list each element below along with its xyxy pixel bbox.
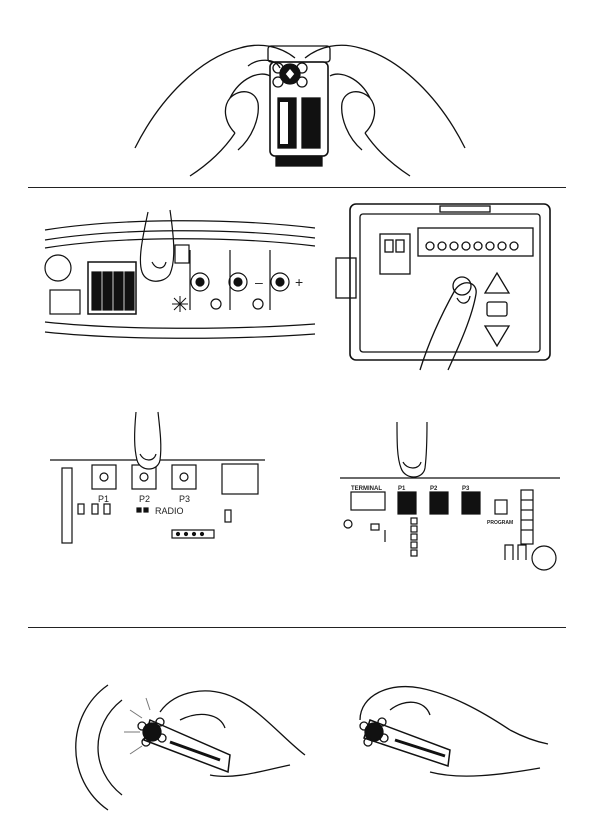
pcb-label-p3: P3 [179,494,190,504]
control-unit-led-panel: – + [30,200,320,370]
hands-holding-remote-illustration [130,28,470,178]
pcb-terminal-program-panel: TERMINAL P1 P2 P3 PROGRAM [335,420,565,580]
pcb-p1-p2-p3-panel: P1 P2 P3 RADIO [40,410,270,550]
pcb2-label-p3: P3 [462,486,470,492]
remote-transmitting-illustration [60,680,310,815]
terminal-label: TERMINAL [351,486,382,492]
program-label: PROGRAM [487,520,513,526]
pcb2-label-p1: P1 [398,486,406,492]
divider-bottom [28,627,566,628]
minus-label: – [255,274,263,290]
pcb-label-p1: P1 [98,494,109,504]
plus-label: + [295,274,303,290]
receiver-box-panel [330,198,560,373]
divider-top [28,187,566,188]
pcb2-label-p2: P2 [430,486,438,492]
pcb-label-p2: P2 [139,494,150,504]
remote-pressed-illustration [350,680,550,800]
pcb-label-radio: RADIO [155,506,184,516]
